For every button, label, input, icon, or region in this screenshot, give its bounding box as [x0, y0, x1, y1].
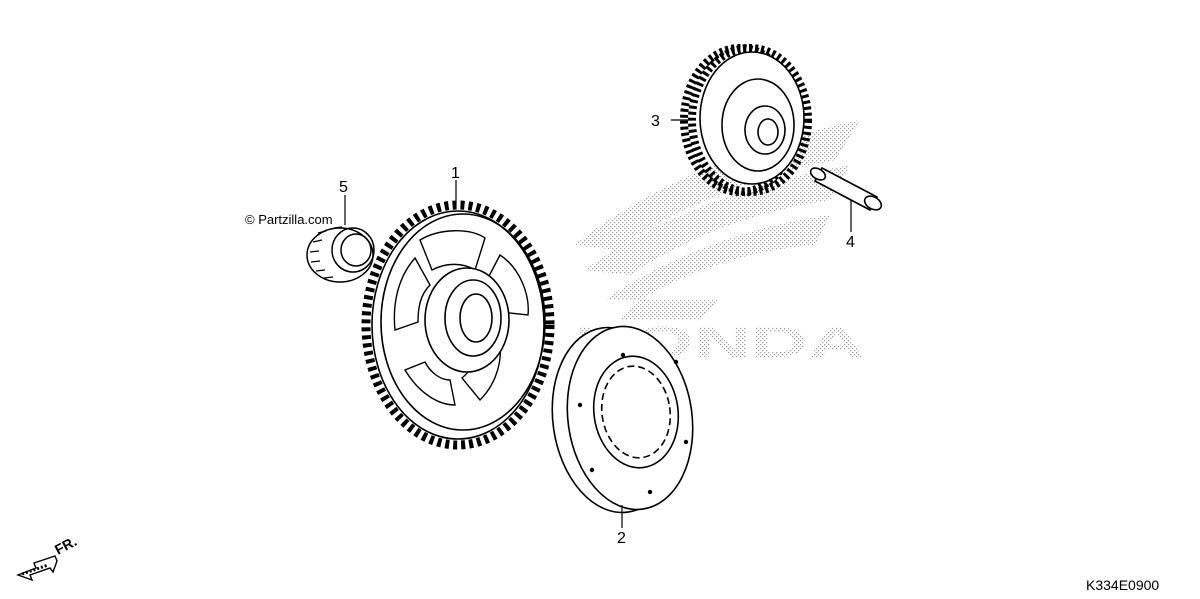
front-direction-arrow-icon: [15, 555, 58, 582]
copyright-watermark: © Partzilla.com: [245, 212, 333, 227]
callout-1[interactable]: 1: [451, 165, 460, 182]
needle-bearing-part-5[interactable]: [306, 226, 375, 283]
starter-idle-gear-part-3[interactable]: [680, 44, 812, 196]
leader-lines: [344, 119, 852, 528]
front-direction-label: FR.: [52, 533, 79, 558]
starter-driven-gear-part-1[interactable]: [361, 200, 555, 450]
callout-4[interactable]: 4: [846, 234, 855, 251]
diagram-code: K334E0900: [1086, 577, 1159, 593]
callout-2[interactable]: 2: [617, 530, 626, 547]
one-way-clutch-part-2[interactable]: [541, 318, 705, 520]
idle-gear-shaft-part-4[interactable]: [809, 166, 884, 213]
callout-3[interactable]: 3: [651, 113, 660, 130]
callout-5[interactable]: 5: [339, 179, 348, 196]
